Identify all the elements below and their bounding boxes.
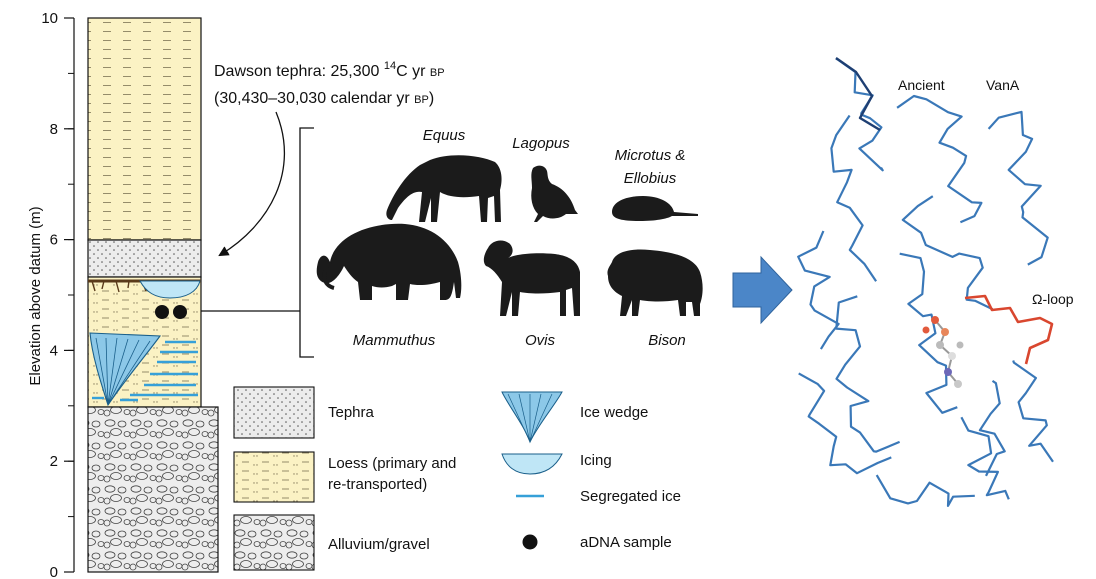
taxon-label-ellobius: Ellobius	[624, 170, 677, 187]
adna-sample-icon	[523, 535, 538, 550]
tephra-date-line-2: (30,430–30,030 calendar yr BP)	[214, 90, 434, 107]
legend-label-tephra: Tephra	[328, 404, 375, 421]
legend-label-segregated-ice: Segregated ice	[580, 488, 681, 505]
gravel-swatch-icon	[234, 515, 314, 570]
taxon-label-equus: Equus	[423, 127, 466, 144]
bison-icon	[607, 250, 702, 317]
label-vana: VanA	[986, 77, 1020, 93]
backbone-segment	[980, 381, 1005, 476]
y-tick-label: 8	[50, 121, 58, 138]
backbone-segment	[831, 116, 876, 282]
y-tick-label: 2	[50, 453, 58, 470]
label-omega-loop: Ω-loop	[1032, 291, 1074, 307]
legend-label-loess: Loess (primary and	[328, 455, 456, 472]
backbone-segment	[897, 96, 981, 222]
y-tick-label: 10	[41, 10, 58, 27]
ovis-icon	[484, 241, 580, 316]
backbone-segment	[989, 112, 1048, 265]
backbone-segment	[961, 417, 1008, 499]
icing-icon	[502, 454, 562, 474]
backbone-segment	[799, 373, 892, 473]
y-axis: 0 2 4 6 8 10 Elevation above datum (m)	[27, 10, 74, 579]
backbone-terminus	[836, 58, 880, 130]
legend-label-gravel: Alluvium/gravel	[328, 536, 430, 553]
legend-label-icing: Icing	[580, 452, 612, 469]
backbone-segment	[798, 231, 838, 349]
ligand-ball-and-stick	[923, 316, 964, 388]
tephra-unit	[88, 240, 201, 277]
tephra-swatch-icon	[234, 387, 314, 438]
backbone-segment	[903, 196, 993, 309]
adna-sample-icon	[155, 305, 169, 319]
gravel-unit	[88, 407, 218, 572]
legend-label-loess-2: re-transported)	[328, 476, 427, 493]
equus-icon	[386, 155, 501, 222]
tephra-date-line-1: Dawson tephra: 25,300 14C yr BP	[214, 60, 445, 80]
backbone-segment	[877, 475, 975, 506]
transition-arrow-icon	[733, 257, 792, 323]
protein-structure: Ancient VanA Ω-loop	[798, 58, 1074, 506]
backbone-segment	[1013, 361, 1053, 462]
tephra-pointer-arrow	[220, 112, 284, 255]
taxon-label-mammuthus: Mammuthus	[353, 332, 436, 349]
y-tick-label: 0	[50, 564, 58, 579]
backbone-segment	[836, 296, 899, 451]
loess-swatch-icon	[234, 452, 314, 502]
taxon-label-ovis: Ovis	[525, 332, 556, 349]
adna-sample-icon	[173, 305, 187, 319]
legend-label-adna-sample: aDNA sample	[580, 534, 672, 551]
y-tick-label: 6	[50, 232, 58, 249]
y-axis-label: Elevation above datum (m)	[27, 206, 44, 385]
taxa-bracket	[300, 128, 314, 357]
lagopus-icon	[531, 166, 578, 222]
upper-loess-unit	[88, 18, 201, 240]
mammuthus-icon	[317, 224, 462, 300]
taxon-label-bison: Bison	[648, 332, 686, 349]
taxon-label-lagopus: Lagopus	[512, 135, 570, 152]
y-tick-label: 4	[50, 342, 58, 359]
legend-label-ice-wedge: Ice wedge	[580, 404, 648, 421]
taxon-label-microtus: Microtus &	[615, 147, 686, 164]
legend: Tephra Loess (primary and re-transported…	[234, 387, 681, 570]
microtus-icon	[612, 196, 698, 221]
label-ancient: Ancient	[898, 77, 945, 93]
protein-backbone	[798, 58, 1053, 506]
